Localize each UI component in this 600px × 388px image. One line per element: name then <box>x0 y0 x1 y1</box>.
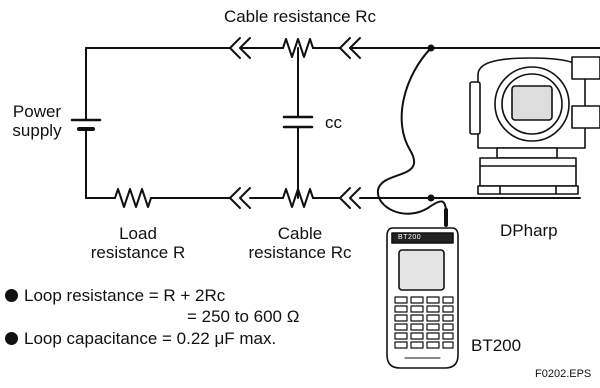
cable-resistance-bottom-label: Cable resistance Rc <box>230 224 370 262</box>
connector-chevrons-bottom-right <box>339 187 378 209</box>
loop-capacitance-text: Loop capacitance = 0.22 μF max. <box>24 329 277 348</box>
cable-resistance-top-label: Cable resistance Rc <box>223 7 377 26</box>
bt200-communicator <box>386 227 459 369</box>
power-supply-symbol <box>70 118 102 131</box>
cable-capacitor <box>282 47 314 199</box>
loop-resistance-note: Loop resistance = R + 2Rc <box>5 286 225 306</box>
transmitter-label: DPharp <box>500 221 558 240</box>
load-resistance-label: Load resistance R <box>63 224 213 262</box>
communicator-label: BT200 <box>471 336 522 355</box>
loop-resistance-value: = 250 to 600 Ω <box>187 307 300 326</box>
bullet-icon <box>5 332 18 345</box>
dpharp-transmitter <box>469 56 600 195</box>
capacitance-label: cc <box>325 113 342 132</box>
power-supply-label: Power supply <box>0 102 74 140</box>
communicator-screen-text: BT200 <box>398 234 422 241</box>
loop-resistance-line1: Loop resistance = R + 2Rc <box>24 286 226 305</box>
figure-id-label: F0202.EPS <box>535 368 592 380</box>
load-resistance-label-line1: Load <box>119 224 157 243</box>
connector-chevrons-bottom-left <box>229 187 268 209</box>
top-cable-resistor <box>282 38 314 58</box>
power-supply-label-line1: Power <box>12 102 62 121</box>
cable-resistance-bottom-label-line1: Cable <box>277 224 323 243</box>
bullet-icon <box>5 289 18 302</box>
communicator-lead <box>376 47 448 227</box>
connector-chevrons-top-right <box>339 37 378 59</box>
load-resistor <box>114 188 152 208</box>
cable-resistance-bottom-label-line2: resistance Rc <box>248 243 352 262</box>
connector-chevrons-top-left <box>229 37 268 59</box>
power-supply-label-line2: supply <box>12 121 62 140</box>
junction-dots <box>427 44 435 202</box>
loop-capacitance-note: Loop capacitance = 0.22 μF max. <box>5 329 276 349</box>
load-resistance-label-line2: resistance R <box>90 243 186 262</box>
